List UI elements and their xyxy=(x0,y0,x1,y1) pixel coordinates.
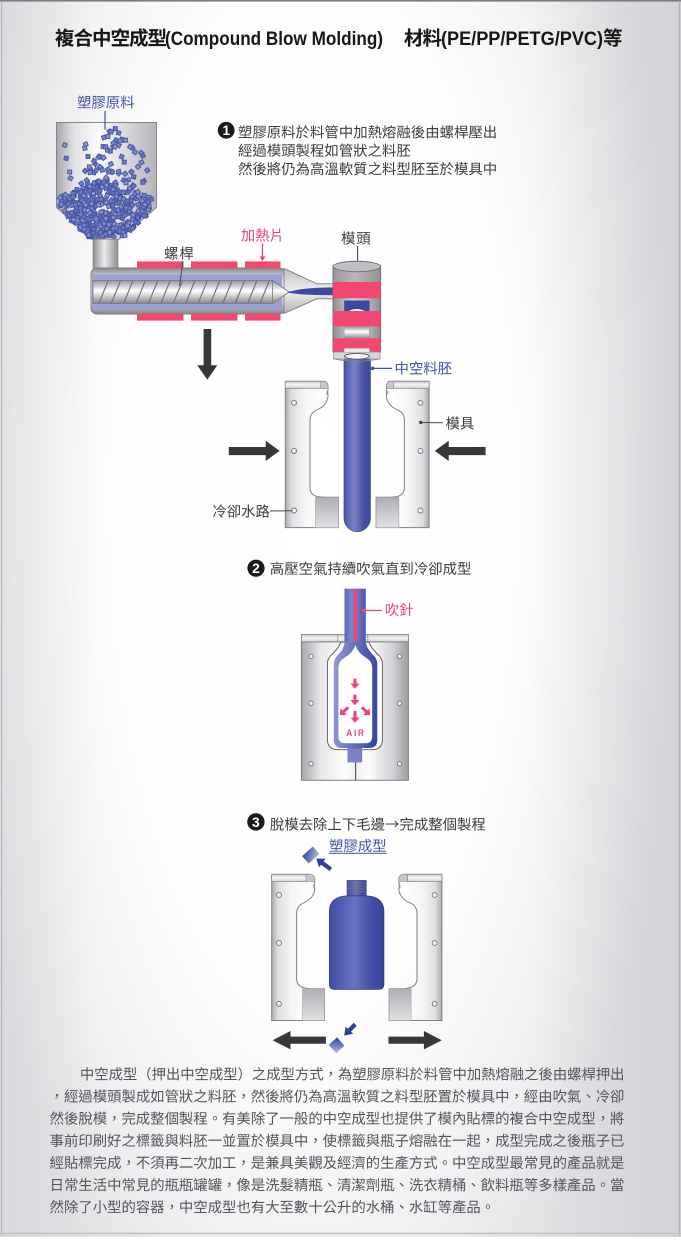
svg-text:1: 1 xyxy=(222,123,230,138)
svg-text:(Compound Blow Molding): (Compound Blow Molding) xyxy=(165,28,383,50)
svg-text:2: 2 xyxy=(252,561,260,576)
svg-text:AIR: AIR xyxy=(346,728,366,738)
svg-text:3: 3 xyxy=(252,815,260,830)
svg-text:(PE/PP/PETG/PVC): (PE/PP/PETG/PVC) xyxy=(441,28,603,50)
